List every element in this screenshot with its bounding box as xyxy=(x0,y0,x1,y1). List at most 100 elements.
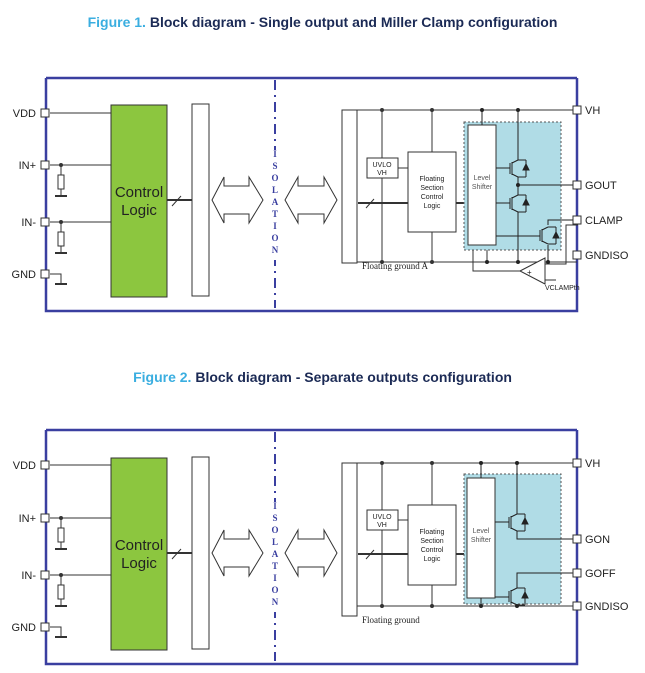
figure-1-caption: Figure 1. Block diagram - Single output … xyxy=(0,14,645,30)
double-arrow-icon xyxy=(211,528,264,578)
uvlo-label-1: UVLO xyxy=(372,162,392,169)
resistor xyxy=(57,527,65,543)
comparator-plus-sign: + xyxy=(527,268,532,277)
receiver-block xyxy=(341,462,358,617)
floating-logic-label-2: Section xyxy=(420,185,443,192)
pin-label-in-minus: IN- xyxy=(21,217,36,229)
svg-text:O: O xyxy=(271,173,278,183)
svg-text:O: O xyxy=(271,525,278,535)
level-shifter-label-2: Shifter xyxy=(471,537,492,544)
figure-1-title: Block diagram - Single output and Miller… xyxy=(149,14,558,30)
svg-text:I: I xyxy=(273,221,277,231)
pin-clamp xyxy=(572,215,582,225)
resistor xyxy=(57,584,65,600)
svg-text:S: S xyxy=(272,513,277,523)
svg-text:T: T xyxy=(272,209,278,219)
pin-gndiso xyxy=(572,601,582,611)
mosfet-off-icon xyxy=(508,587,529,606)
double-arrow-icon xyxy=(284,528,338,578)
uvlo-label-2: VH xyxy=(377,522,387,529)
isolation-label: ISO LAT ION xyxy=(271,501,278,607)
resistor xyxy=(57,174,65,190)
svg-text:I: I xyxy=(273,573,277,583)
pin-in-minus xyxy=(40,570,50,580)
pin-vh xyxy=(572,105,582,115)
pin-gnd xyxy=(40,622,50,632)
pin-label-gout: GOUT xyxy=(585,180,617,192)
control-logic-label-1: Control xyxy=(115,184,163,201)
control-logic-label-2: Logic xyxy=(121,202,157,219)
mosfet-low-side-icon xyxy=(509,194,530,213)
isolation-label: ISO LAT ION xyxy=(271,149,278,255)
mosfet-clamp-icon xyxy=(539,226,560,245)
pin-label-gnd: GND xyxy=(12,269,37,281)
uvlo-label-1: UVLO xyxy=(372,514,392,521)
control-logic-block xyxy=(110,104,168,298)
floating-logic-label-3: Control xyxy=(421,547,444,554)
pin-label-in-plus: IN+ xyxy=(19,160,36,172)
level-shifter-label-1: Level xyxy=(474,175,491,182)
pin-gnd xyxy=(40,269,50,279)
pin-vdd xyxy=(40,460,50,470)
pin-in-plus xyxy=(40,513,50,523)
pin-label-vh: VH xyxy=(585,105,600,117)
double-arrow-icon xyxy=(284,175,338,225)
level-shifter-block xyxy=(467,124,497,246)
pin-gndiso xyxy=(572,250,582,260)
floating-ground-label: Floating ground A xyxy=(362,261,429,271)
level-shifter-block xyxy=(466,477,496,599)
control-logic-label-1: Control xyxy=(115,537,163,554)
pin-label-vdd: VDD xyxy=(13,460,36,472)
floating-logic-label-2: Section xyxy=(420,538,443,545)
transmitter-block xyxy=(191,103,210,297)
figure-1-number: Figure 1. xyxy=(87,14,146,30)
uvlo-block xyxy=(366,509,399,531)
pin-gout xyxy=(572,180,582,190)
pin-vdd xyxy=(40,108,50,118)
package-border xyxy=(44,78,579,313)
vclamp-threshold-label: VCLAMPth xyxy=(545,285,580,292)
pin-label-gon: GON xyxy=(585,534,610,546)
figure-2-title: Block diagram - Separate outputs configu… xyxy=(195,369,512,385)
pin-label-in-minus: IN- xyxy=(21,570,36,582)
pin-goff xyxy=(572,568,582,578)
uvlo-label-2: VH xyxy=(377,170,387,177)
floating-section-control-logic xyxy=(407,504,457,586)
pin-label-vdd: VDD xyxy=(13,108,36,120)
pin-label-clamp: CLAMP xyxy=(585,215,623,227)
pin-label-goff: GOFF xyxy=(585,568,616,580)
mosfet-on-icon xyxy=(508,513,529,532)
floating-logic-label-4: Logic xyxy=(424,556,441,563)
package-border xyxy=(44,430,579,666)
svg-text:O: O xyxy=(271,233,278,243)
mosfet-high-side-icon xyxy=(509,159,530,178)
uvlo-block xyxy=(366,157,399,179)
figure-1-diagram: VDD IN+ IN- GND Control Logic ISO LAT IO… xyxy=(12,76,629,313)
svg-text:A: A xyxy=(272,549,279,559)
svg-text:I: I xyxy=(273,149,277,159)
control-logic-label-2: Logic xyxy=(121,555,157,572)
svg-text:N: N xyxy=(272,597,279,607)
svg-text:A: A xyxy=(272,197,279,207)
svg-text:T: T xyxy=(272,561,278,571)
svg-text:I: I xyxy=(273,501,277,511)
svg-text:O: O xyxy=(271,585,278,595)
floating-logic-label-1: Floating xyxy=(420,176,445,183)
pin-vh xyxy=(572,458,582,468)
pin-label-vh: VH xyxy=(585,458,600,470)
floating-logic-label-4: Logic xyxy=(424,203,441,210)
level-shifter-label-1: Level xyxy=(473,528,490,535)
floating-logic-label-1: Floating xyxy=(420,529,445,536)
pin-gon xyxy=(572,534,582,544)
svg-text:L: L xyxy=(272,537,278,547)
receiver-block xyxy=(341,109,358,264)
figure-2-caption: Figure 2. Block diagram - Separate outpu… xyxy=(0,369,645,385)
figure-2-number: Figure 2. xyxy=(133,369,192,385)
pin-in-minus xyxy=(40,217,50,227)
figure-2-diagram: VDD IN+ IN- GND Control Logic ISO LAT IO… xyxy=(12,428,629,666)
level-shifter-label-2: Shifter xyxy=(472,184,493,191)
svg-text:S: S xyxy=(272,161,277,171)
pin-label-gndiso: GNDISO xyxy=(585,250,629,262)
pin-label-gnd: GND xyxy=(12,622,37,634)
pin-label-gndiso: GNDISO xyxy=(585,601,629,613)
